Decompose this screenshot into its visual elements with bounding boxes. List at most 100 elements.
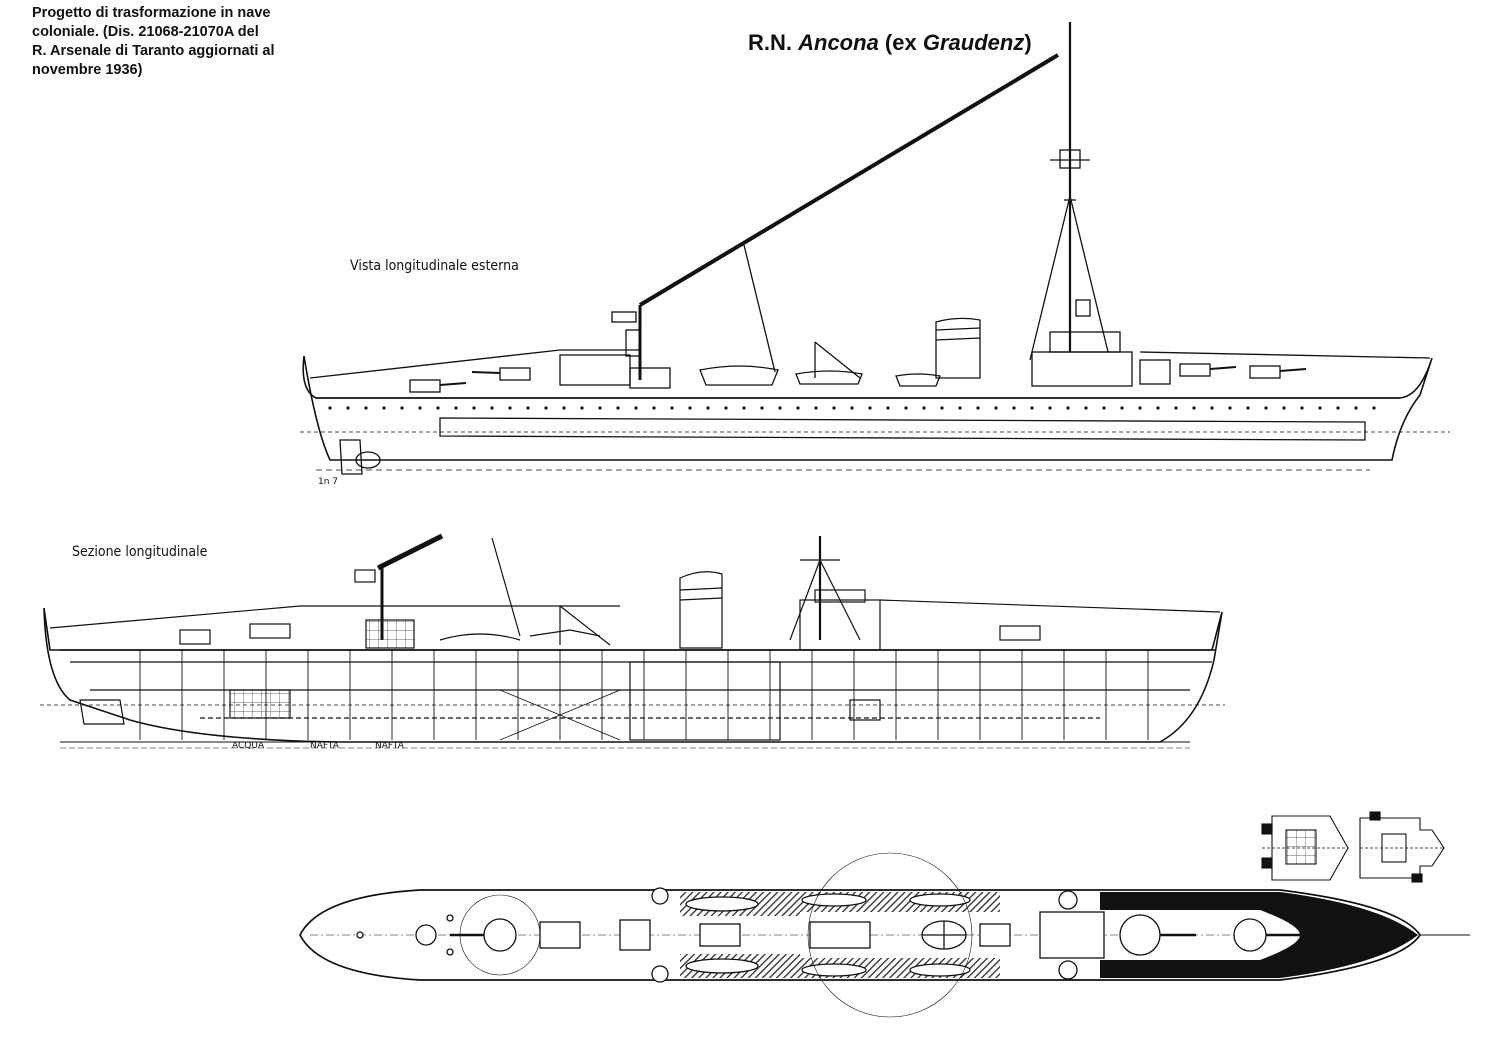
- rail-aft: [309, 349, 640, 379]
- gun-mount: [409, 379, 441, 393]
- gun-mount: [483, 918, 517, 952]
- porthole: [1264, 406, 1268, 410]
- porthole: [1174, 406, 1178, 410]
- gun-mount: [249, 623, 291, 639]
- machinery-space: [629, 661, 781, 741]
- porthole: [1030, 406, 1034, 410]
- porthole: [958, 406, 962, 410]
- porthole: [814, 406, 818, 410]
- porthole: [400, 406, 404, 410]
- antenna-wire: [638, 53, 1060, 307]
- porthole: [886, 406, 890, 410]
- porthole: [742, 406, 746, 410]
- gun-mount: [1179, 363, 1211, 377]
- portholes: [328, 406, 1376, 410]
- porthole: [472, 406, 476, 410]
- porthole: [364, 406, 368, 410]
- bridge-plan: [1039, 911, 1105, 959]
- porthole: [778, 406, 782, 410]
- porthole: [418, 406, 422, 410]
- svg-text:1n 7: 1n 7: [318, 477, 338, 487]
- boat: [895, 373, 941, 387]
- porthole: [1228, 406, 1232, 410]
- porthole: [1192, 406, 1196, 410]
- antenna-lead: [743, 244, 776, 373]
- detail-plan-left: [1271, 815, 1349, 881]
- porthole: [832, 406, 836, 410]
- bridge: [799, 599, 881, 651]
- gun-mount: [415, 924, 437, 946]
- deck-plan-view: [299, 887, 1470, 983]
- boat: [795, 370, 863, 385]
- title-suffix: ): [1024, 30, 1032, 55]
- title-middle: (ex: [878, 30, 923, 55]
- crows-nest: [1059, 149, 1081, 169]
- porthole: [580, 406, 584, 410]
- hull-section: [43, 607, 1223, 743]
- armour-belt: [439, 417, 1366, 441]
- gun-mount: [1249, 365, 1281, 379]
- tank-tags: ACQUA NAFTA NAFTA: [232, 741, 405, 751]
- porthole: [706, 406, 710, 410]
- drawing-caption: Progetto di trasformazione in nave colon…: [32, 4, 302, 80]
- ship-title: R.N. Ancona (ex Graudenz): [748, 30, 1032, 56]
- porthole: [1102, 406, 1106, 410]
- gun-mount: [999, 625, 1041, 641]
- aft-superstructure: [559, 354, 631, 386]
- detail-plan-right: [1359, 817, 1445, 879]
- porthole: [1354, 406, 1358, 410]
- propeller: [355, 451, 381, 469]
- porthole: [796, 406, 800, 410]
- porthole: [904, 406, 908, 410]
- bridge-upper: [1049, 331, 1121, 353]
- caption-line: novembre 1936): [32, 62, 143, 78]
- tank-label: NAFTA: [375, 741, 405, 751]
- porthole: [1336, 406, 1340, 410]
- hull-profile: [302, 355, 1433, 461]
- porthole: [544, 406, 548, 410]
- porthole: [1282, 406, 1286, 410]
- porthole: [490, 406, 494, 410]
- title-former-name: Graudenz: [922, 30, 1025, 55]
- porthole: [526, 406, 530, 410]
- porthole: [868, 406, 872, 410]
- gun-mount: [499, 367, 531, 381]
- porthole: [1138, 406, 1142, 410]
- porthole: [1084, 406, 1088, 410]
- deck-detail-plans: [1261, 811, 1445, 883]
- porthole: [670, 406, 674, 410]
- porthole: [922, 406, 926, 410]
- section-view-label: Sezione longitudinale: [72, 544, 208, 560]
- porthole: [760, 406, 764, 410]
- porthole: [1012, 406, 1016, 410]
- mast-stay: [1069, 195, 1111, 361]
- porthole: [1300, 406, 1304, 410]
- gun-mount: [1233, 918, 1267, 952]
- rudder: [79, 699, 125, 725]
- mast-stay: [1029, 195, 1071, 361]
- bridge: [1031, 351, 1133, 387]
- porthole: [724, 406, 728, 410]
- tank-label: ACQUA: [232, 741, 265, 751]
- porthole: [688, 406, 692, 410]
- porthole: [850, 406, 854, 410]
- caption-line: R. Arsenale di Taranto aggiornati al: [32, 43, 275, 59]
- tank-label: NAFTA: [310, 741, 340, 751]
- bulkheads: [139, 650, 1149, 740]
- porthole: [562, 406, 566, 410]
- swing-circles: [459, 852, 973, 1018]
- boat: [699, 365, 779, 386]
- porthole: [616, 406, 620, 410]
- gun-mount: [1119, 914, 1161, 956]
- caption-line: coloniale. (Dis. 21068-21070A del: [32, 24, 259, 40]
- porthole: [598, 406, 602, 410]
- porthole: [454, 406, 458, 410]
- caption-line: Progetto di trasformazione in nave: [32, 5, 271, 21]
- aft-superstructure: [365, 619, 415, 649]
- porthole: [1156, 406, 1160, 410]
- title-prefix: R.N.: [748, 30, 799, 55]
- porthole: [508, 406, 512, 410]
- antenna-wire: [376, 533, 444, 571]
- porthole: [652, 406, 656, 410]
